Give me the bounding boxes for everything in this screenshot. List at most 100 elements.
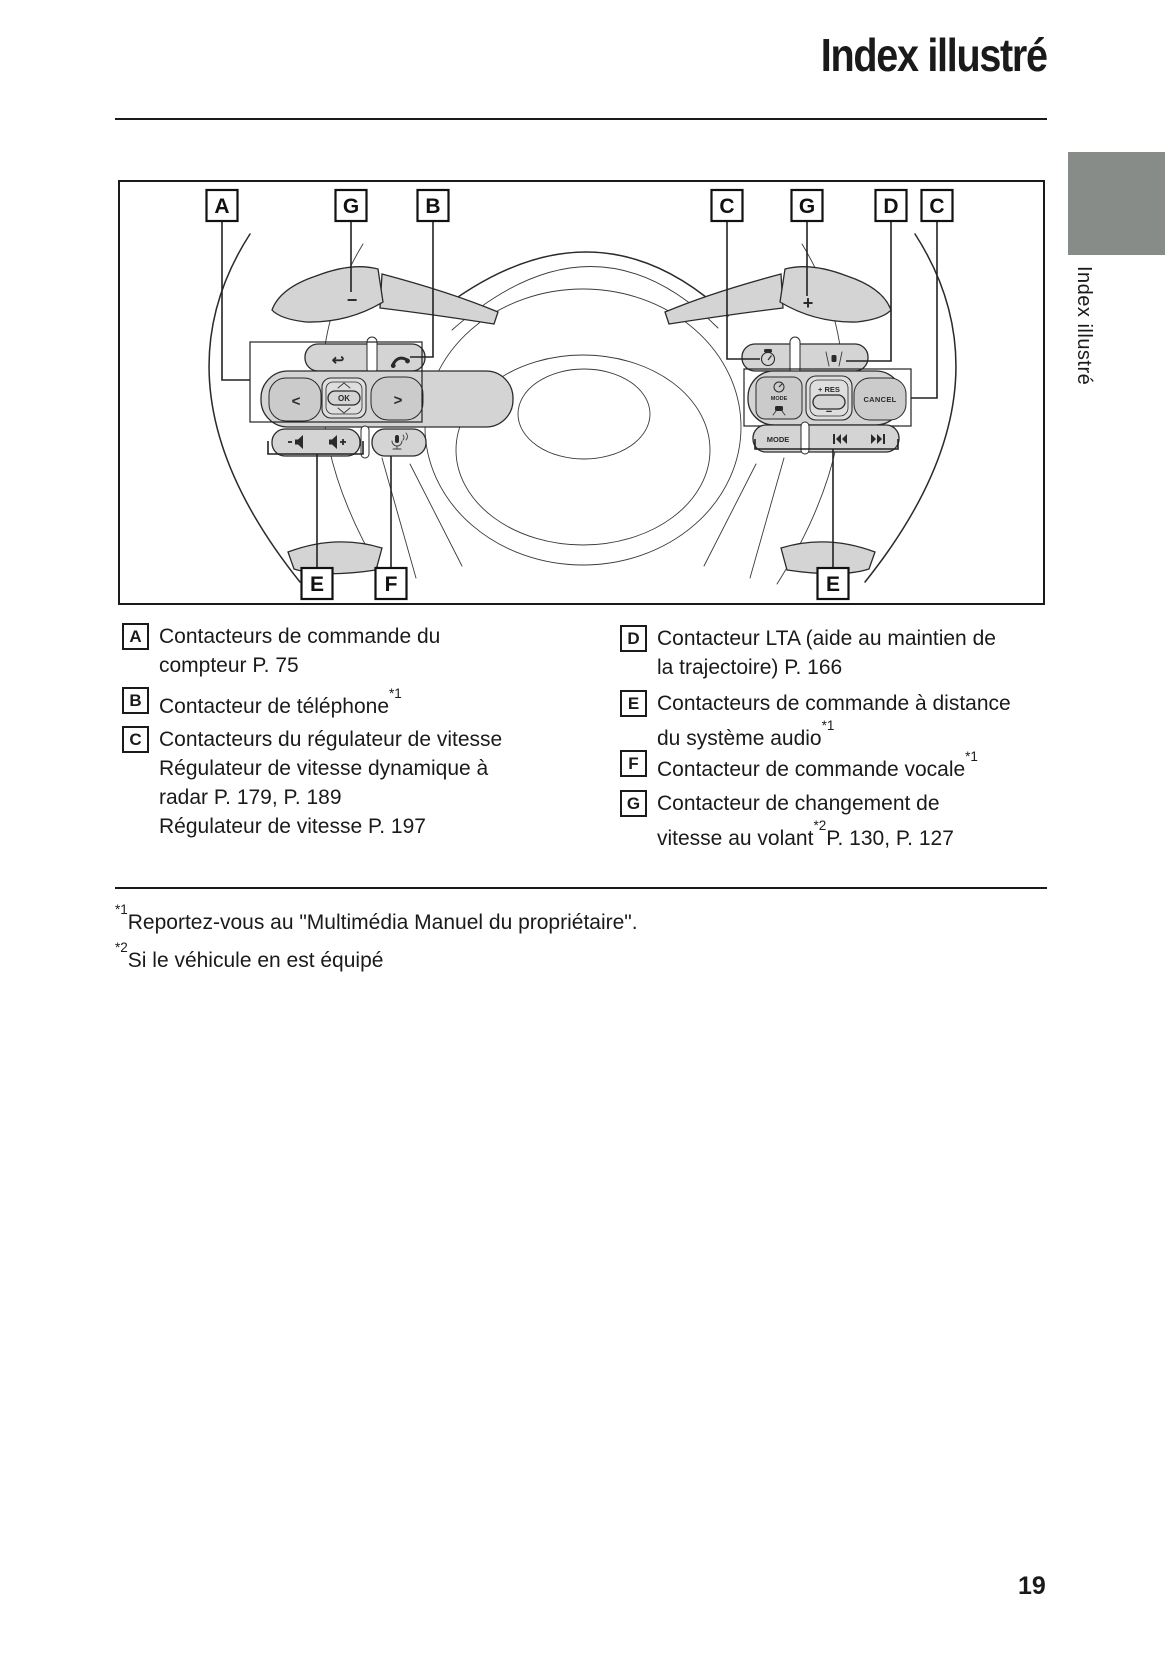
footnote-1: *1Reportez-vous au "Multimédia Manuel du… — [115, 902, 638, 934]
chapter-tab — [1068, 152, 1165, 255]
footnote-divider — [115, 887, 1047, 889]
callout-e-left: E — [300, 566, 334, 601]
legend-item-e: E Contacteurs de commande à distance du … — [620, 689, 1011, 753]
legend-text-line: vitesse au volant*2P. 130, P. 127 — [657, 818, 954, 850]
meter-cluster-bracket — [249, 341, 423, 423]
svg-text:E: E — [826, 573, 840, 596]
svg-text:G: G — [343, 195, 359, 218]
callout-e-right: E — [816, 566, 850, 601]
meter-control-cluster: < > OK — [260, 370, 514, 428]
svg-text:B: B — [425, 195, 440, 218]
mode-seek-divider — [800, 421, 810, 455]
ok-button-label: OK — [338, 394, 350, 403]
legend-letter-e: E — [620, 690, 647, 717]
legend-text-line: Contacteurs de commande du — [159, 625, 441, 648]
left-shift-paddle: − — [271, 266, 499, 325]
legend-text-line: radar P. 179, P. 189 — [159, 786, 342, 809]
svg-text:D: D — [883, 195, 898, 218]
svg-text:C: C — [929, 195, 944, 218]
svg-text:A: A — [214, 195, 229, 218]
voice-command-icon — [391, 432, 408, 450]
right-arrow-button — [370, 376, 424, 421]
callout-leader-lines — [221, 221, 938, 568]
legend-item-a: A Contacteurs de commande du compteur P.… — [122, 622, 440, 680]
lane-tracing-assist-icon — [825, 351, 843, 367]
legend-text-line: du système audio*1 — [657, 718, 835, 750]
cruise-mode-label: MODE — [771, 396, 788, 402]
callout-a: A — [205, 188, 239, 223]
legend-letter-f: F — [620, 750, 647, 777]
right-lower-paddle-tip — [780, 541, 876, 575]
callout-labels: A G B C G D C E F E — [205, 188, 954, 601]
legend-text-line: Contacteurs du régulateur de vitesse — [159, 728, 503, 751]
audio-mode-label: MODE — [767, 435, 790, 444]
legend-text-line: Régulateur de vitesse dynamique à — [159, 757, 489, 780]
cruise-mode-button — [755, 376, 803, 420]
cancel-button-label: CANCEL — [863, 395, 896, 404]
legend-item-f: F Contacteur de commande vocale*1 — [620, 749, 978, 784]
svg-text:F: F — [385, 573, 398, 596]
right-top-button-row — [741, 336, 869, 375]
seek-back-icon — [833, 434, 847, 444]
callout-c-right: C — [920, 188, 954, 223]
legend-item-g: G Contacteur de changement de vitesse au… — [620, 789, 954, 853]
svg-text:E: E — [310, 573, 324, 596]
audio-mode-row: MODE — [752, 421, 900, 455]
res-rocker — [812, 394, 846, 410]
voice-command-button — [371, 428, 427, 457]
title-divider — [115, 118, 1047, 120]
legend-text-line: Régulateur de vitesse P. 197 — [159, 815, 426, 838]
legend-letter-g: G — [620, 790, 647, 817]
legend-item-d: D Contacteur LTA (aide au maintien de la… — [620, 624, 996, 682]
legend-item-c: C Contacteurs du régulateur de vitesse R… — [122, 725, 502, 841]
vehicle-distance-icon — [772, 406, 786, 416]
legend-text-line: Contacteur de changement de — [657, 792, 940, 815]
page-number: 19 — [1018, 1572, 1046, 1600]
legend-text-line: compteur P. 75 — [159, 654, 299, 677]
legend-letter-c: C — [122, 726, 149, 753]
back-icon: ↩ — [332, 352, 345, 369]
chevron-right-icon: > — [394, 392, 403, 409]
legend-text-line: la trajectoire) P. 166 — [657, 656, 843, 679]
seek-forward-icon — [871, 434, 885, 444]
legend-letter-d: D — [620, 625, 647, 652]
right-shift-paddle: + — [664, 266, 892, 325]
up-chevron-icon — [337, 382, 351, 389]
cruise-mode-gauge-icon — [773, 381, 785, 393]
callout-b: B — [416, 188, 450, 223]
legend-item-b: B Contacteur de téléphone*1 — [122, 686, 402, 721]
ok-button — [327, 390, 361, 406]
page-title: Index illustré — [821, 29, 1048, 81]
callout-f: F — [374, 566, 408, 601]
volume-up-icon — [329, 435, 346, 449]
callout-d: D — [874, 188, 908, 223]
set-minus-label: − — [826, 406, 832, 418]
legend-letter-b: B — [122, 687, 149, 714]
chevron-left-icon: < — [292, 393, 301, 410]
audio-volume-row — [271, 425, 427, 459]
res-label: + RES — [818, 385, 840, 394]
footnote-2: *2Si le véhicule en est équipé — [115, 940, 384, 972]
steering-wheel-illustration: − + ↩ < — [205, 188, 957, 601]
callout-c-left: C — [710, 188, 744, 223]
cruise-control-cluster: MODE + RES − CANCEL — [743, 368, 912, 427]
chapter-tab-label: Index illustré — [1073, 266, 1095, 386]
down-chevron-icon — [337, 407, 351, 414]
phone-icon — [390, 356, 410, 368]
wheel-line-art — [208, 233, 957, 585]
legend-text-line: Contacteurs de commande à distance — [657, 692, 1011, 715]
paddle-plus-label: + — [803, 293, 814, 313]
left-arrow-button — [268, 377, 322, 422]
cancel-button — [853, 377, 907, 421]
cruise-control-icon — [760, 349, 776, 367]
callout-g-left: G — [334, 188, 368, 223]
callout-g-right: G — [790, 188, 824, 223]
steering-wheel-diagram: − + ↩ < — [118, 180, 1045, 605]
volume-down-icon — [288, 435, 303, 449]
legend-text-line: Contacteur LTA (aide au maintien de — [657, 627, 996, 650]
svg-text:C: C — [719, 195, 734, 218]
left-top-button-row: ↩ — [304, 336, 426, 375]
legend-text-line: Contacteur de téléphone*1 — [159, 686, 402, 718]
legend-text-line: Contacteur de commande vocale*1 — [657, 749, 978, 781]
